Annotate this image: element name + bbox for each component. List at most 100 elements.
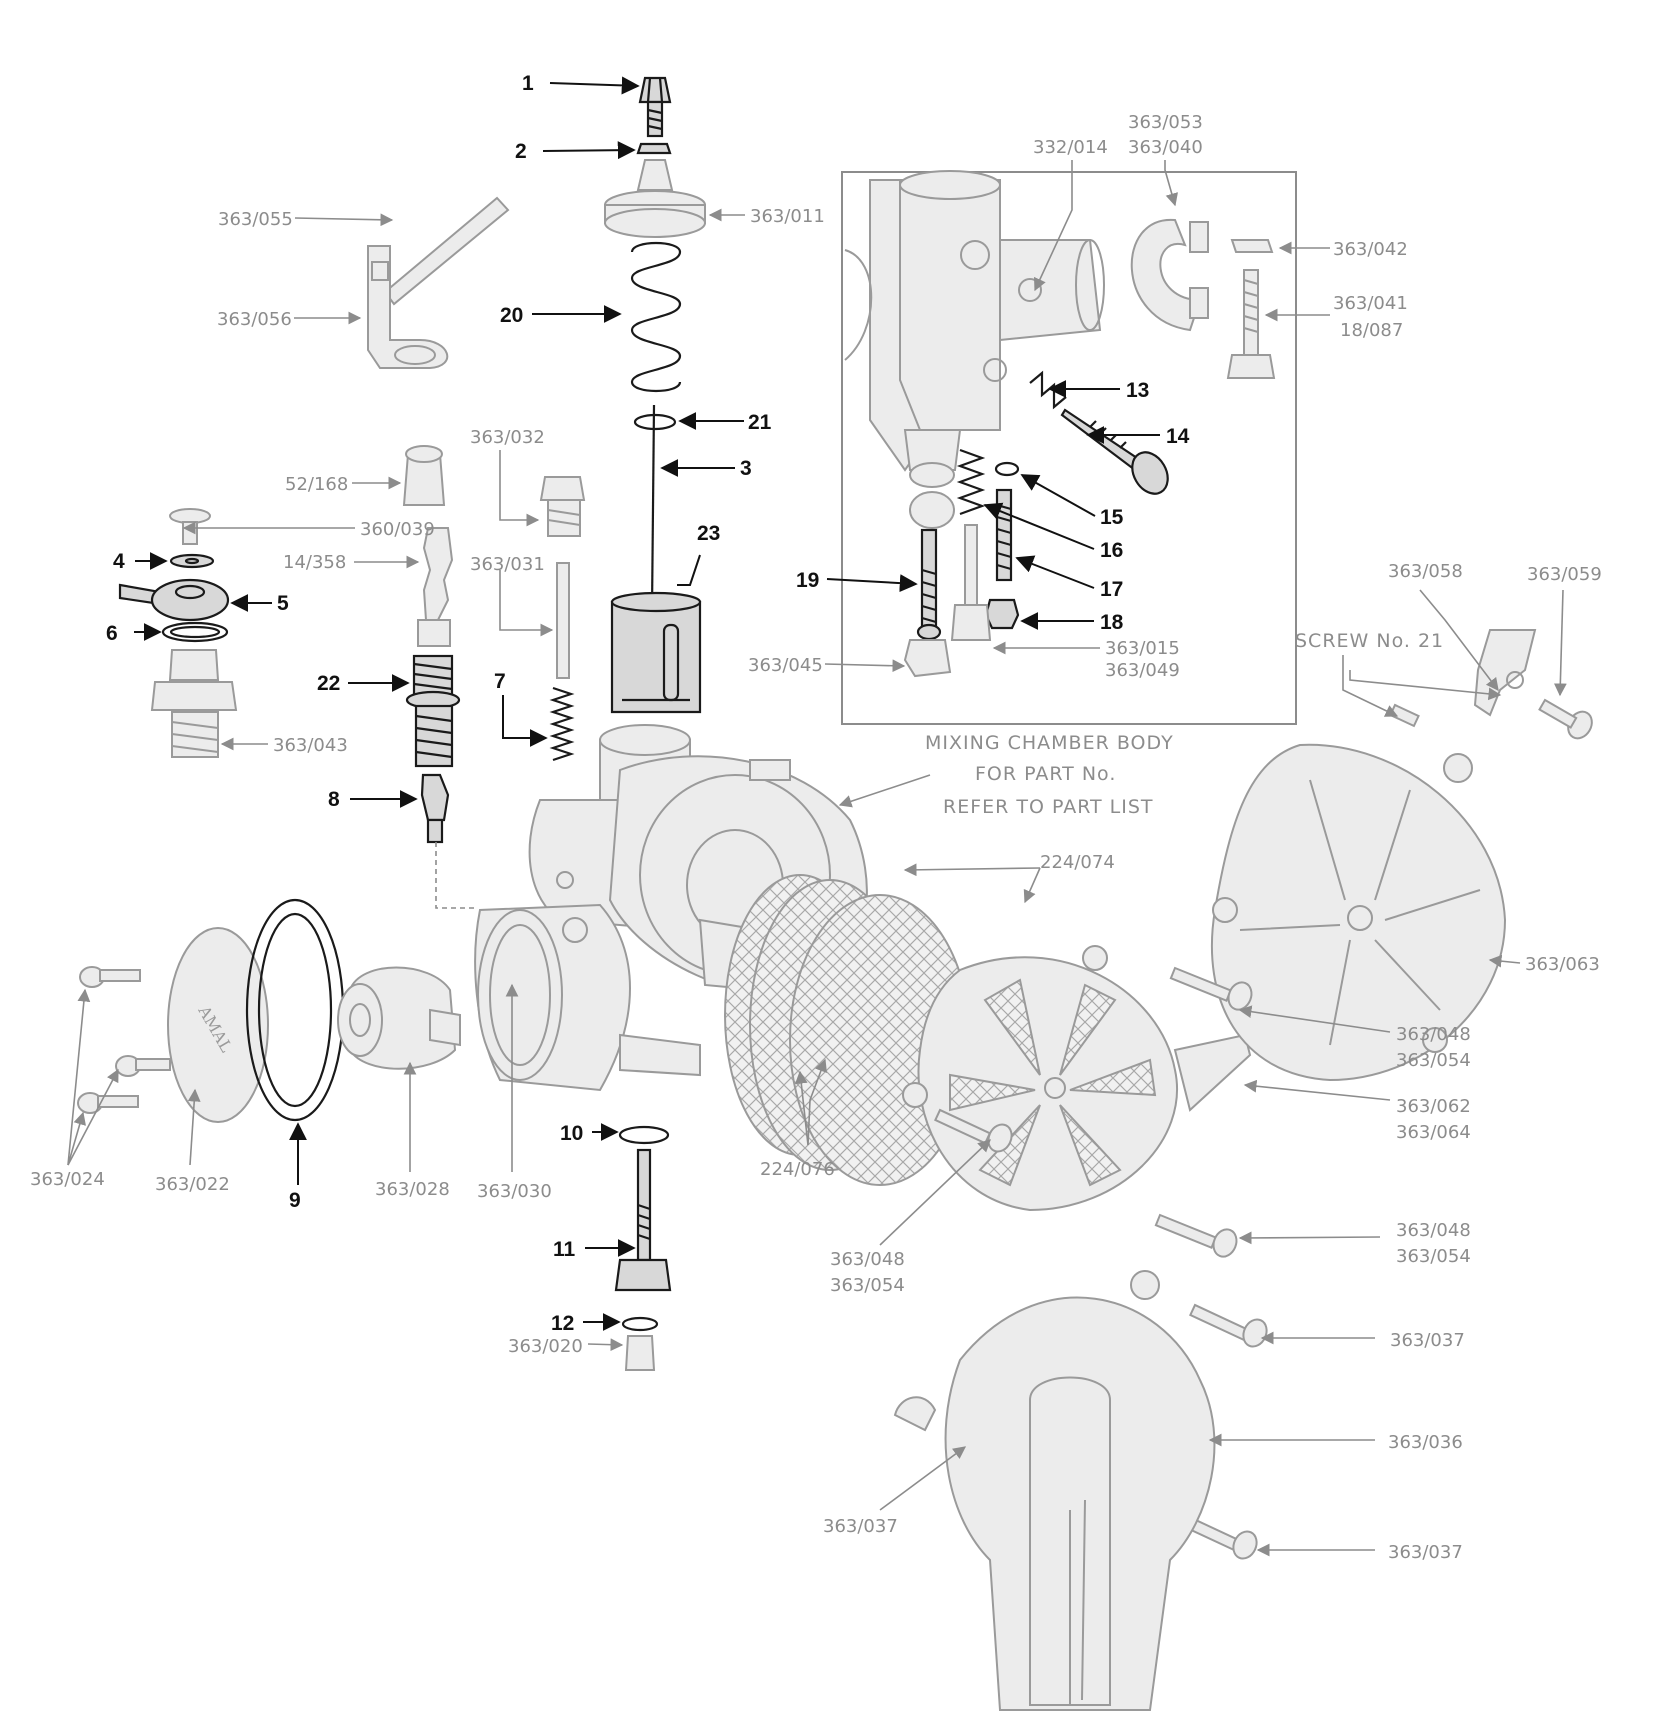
note-line-1: MIXING CHAMBER BODY [925,732,1174,754]
intake-cover-363-036 [893,1270,1216,1711]
clamp-ring [1130,218,1209,332]
main-jet-8 [420,773,450,844]
screw-363-037-a [1189,1303,1268,1348]
note-screw-21: SCREW No. 21 [1295,630,1444,652]
callout-2: 2 [515,140,527,163]
part-363-058: 363/058 [1388,561,1463,582]
callout-6: 6 [106,622,118,645]
note-line-3: REFER TO PART LIST [943,796,1154,818]
screw-363-048-c [1154,1213,1238,1258]
part-363-028: 363/028 [375,1179,450,1200]
callout-11: 11 [553,1238,576,1261]
note-line-2: FOR PART No. [975,763,1116,785]
part-363-054-b: 363/054 [830,1275,905,1296]
callout-17: 17 [1100,578,1123,601]
part-363-054-a: 363/054 [1396,1050,1471,1071]
washer-15 [994,461,1020,477]
screw-363-024-c [77,1092,139,1114]
part-363-056: 363/056 [217,309,292,330]
callout-8: 8 [328,788,340,811]
clamp-bolt [1226,239,1276,379]
part-14-358: 14/358 [283,552,346,573]
callout-7: 7 [494,670,506,693]
part-360-039: 360/039 [360,519,435,540]
part-363-042: 363/042 [1333,239,1408,260]
part-363-048-b: 363/048 [830,1249,905,1270]
numbered-callouts: 1 2 20 21 3 23 4 5 6 22 7 8 9 10 11 12 1… [106,72,1190,1335]
part-363-054-c: 363/054 [1396,1246,1471,1267]
screw-363-024-b [115,1055,171,1077]
jet-plug-363-032 [539,476,586,537]
inset-frame [841,171,1297,725]
screw-363-059 [1538,698,1593,740]
float-363-028 [337,966,461,1070]
part-number-labels: 363/055 363/056 363/011 332/014 363/053 … [30,112,1602,1563]
callout-20: 20 [500,304,523,327]
spring-7 [549,686,575,762]
callout-23: 23 [697,522,720,545]
part-52-168: 52/168 [285,474,348,495]
leader-lines-part-numbers [67,160,1567,1557]
callout-5: 5 [277,592,289,615]
pilot-jet-11 [614,1148,672,1292]
air-lever-bracket-363-056 [367,245,449,369]
jet-needle-363-031 [556,562,570,679]
part-363-022: 363/022 [155,1174,230,1195]
screw-363-024-a [79,966,141,988]
callout-1: 1 [522,72,534,95]
note-mixing-chamber: MIXING CHAMBER BODY FOR PART No. REFER T… [925,732,1174,818]
callout-13: 13 [1126,379,1149,402]
float-cover-363-022: AMAL [167,927,269,1123]
plug-363-020 [624,1335,656,1371]
callout-18: 18 [1100,611,1124,634]
inset-mixing-chamber-body [844,170,1105,529]
locknut-2 [636,142,672,155]
part-332-014: 332/014 [1033,137,1108,158]
part-363-048-a: 363/048 [1396,1024,1471,1045]
tickler-19 [916,528,942,641]
screw-363-048-a [1169,966,1253,1011]
jet-holder-14-358 [417,527,454,647]
needle-3 [650,404,656,611]
part-363-031: 363/031 [470,554,545,575]
part-363-062: 363/062 [1396,1096,1471,1117]
mixing-chamber-top-363-011 [604,159,706,238]
pilot-screw-14 [1060,408,1169,495]
callout-9: 9 [289,1189,301,1212]
banjo-bolt-360-039 [169,508,211,545]
part-363-055: 363/055 [218,209,293,230]
callout-22: 22 [317,672,340,695]
float-needle-seat-363-043 [150,649,238,758]
nut-18 [984,598,1020,630]
callout-16: 16 [1100,539,1123,562]
part-363-049: 363/049 [1105,660,1180,681]
part-363-037-b: 363/037 [823,1516,898,1537]
part-363-024: 363/024 [30,1169,105,1190]
part-363-037-a: 363/037 [1390,1330,1465,1351]
part-363-011: 363/011 [750,206,825,227]
callout-10: 10 [560,1122,583,1145]
part-363-059: 363/059 [1527,564,1602,585]
part-363-064: 363/064 [1396,1122,1471,1143]
filter-cover-363-063 [1210,743,1507,1082]
part-363-041: 363/041 [1333,293,1408,314]
part-363-015: 363/015 [1105,638,1180,659]
part-363-037-c: 363/037 [1388,1542,1463,1563]
callout-3: 3 [740,457,752,480]
air-lever-363-055 [383,196,510,306]
needle-clip-21 [633,413,677,431]
screw-363-048-b [934,1108,1013,1153]
callout-19: 19 [796,569,819,592]
pilot-spring-13 [1029,370,1067,410]
inset-grey-screw [903,524,992,678]
callout-15: 15 [1100,506,1124,529]
nut-52-168 [402,445,446,506]
callout-21: 21 [748,411,772,434]
throttle-spring-20 [630,242,682,392]
top-adjuster-1 [638,76,672,138]
leader-lines-numbered [134,76,1160,1331]
callout-4: 4 [113,550,125,573]
washer-6 [161,621,229,643]
washer-4 [169,553,215,569]
